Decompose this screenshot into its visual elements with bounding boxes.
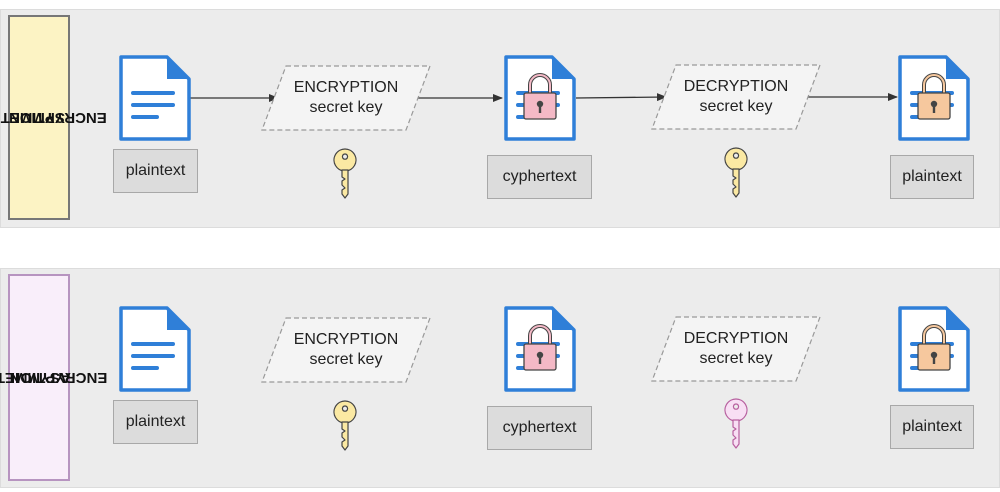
lane-title-line2: ENCRYPTION: [9, 369, 107, 386]
locked-document-icon: [504, 55, 576, 141]
decryption-step: DECRYPTION secret key: [650, 63, 822, 131]
cyphertext-label: cyphertext: [487, 406, 592, 450]
encryption-step: ENCRYPTION secret key: [260, 316, 432, 384]
decryption-step-title: DECRYPTION: [683, 78, 789, 95]
arrow-cyphertext-to-decryption: [575, 93, 667, 102]
key-icon: [724, 398, 748, 449]
plaintext-label: plaintext: [113, 149, 198, 193]
cyphertext-label: cyphertext: [487, 155, 592, 199]
locked-document-icon: [898, 55, 970, 141]
plaintext-label: plaintext: [890, 405, 974, 449]
decryption-step-title: DECRYPTION: [683, 330, 789, 347]
encryption-step: ENCRYPTION secret key: [260, 64, 432, 132]
decryption-step-subtitle: secret key: [699, 350, 773, 367]
key-icon: [724, 147, 748, 198]
document-icon: [119, 306, 191, 392]
locked-document-icon: [898, 306, 970, 392]
encryption-step-title: ENCRYPTION: [293, 79, 399, 96]
key-icon: [333, 400, 357, 451]
locked-document-icon: [504, 306, 576, 392]
symmetric-lane-label: SYMMETRICENCRYPTION: [0, 15, 107, 220]
plaintext-label: plaintext: [113, 400, 198, 444]
key-icon: [333, 148, 357, 199]
encryption-step-subtitle: secret key: [309, 351, 383, 368]
asymmetric-lane-label: ASYMMETRICENCRYPTION: [0, 274, 107, 481]
encryption-step-subtitle: secret key: [309, 99, 383, 116]
encryption-step-title: ENCRYPTION: [293, 331, 399, 348]
plaintext-label: plaintext: [890, 155, 974, 199]
decryption-step: DECRYPTION secret key: [650, 315, 822, 383]
decryption-step-subtitle: secret key: [699, 98, 773, 115]
document-icon: [119, 55, 191, 141]
